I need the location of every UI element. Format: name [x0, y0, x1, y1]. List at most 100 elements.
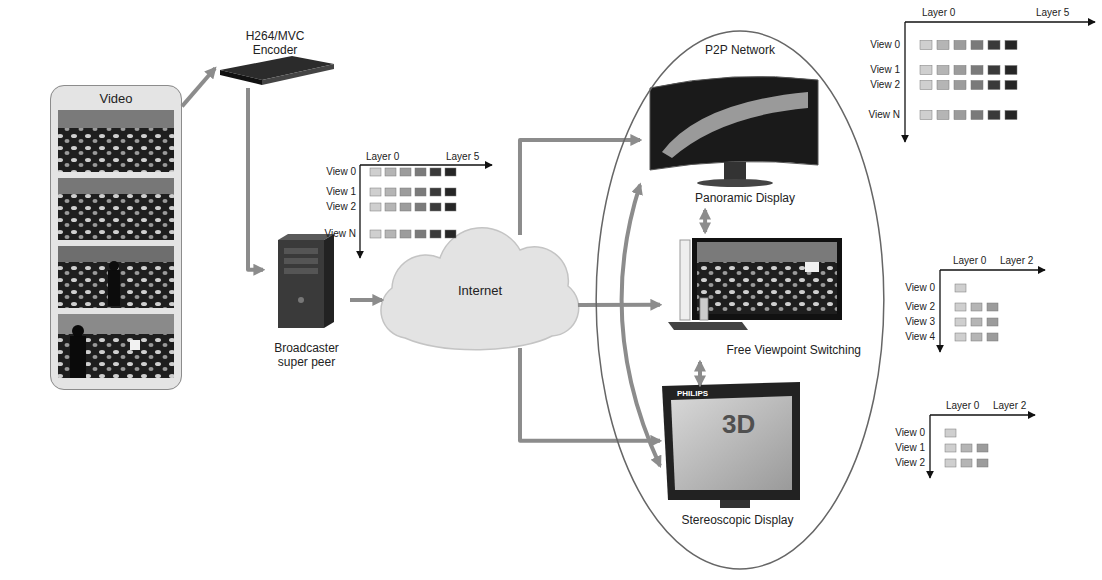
layer-block — [945, 459, 956, 467]
layer-label: Layer 0 — [946, 400, 979, 412]
view-label: View 1 — [875, 442, 925, 454]
connector-arrow — [578, 303, 660, 307]
label-anchor: PHILIPS — [677, 389, 708, 398]
layer-block — [415, 230, 426, 238]
layer-block — [937, 66, 949, 75]
view-axis — [359, 165, 360, 258]
connector-arrow — [520, 348, 660, 441]
tv-set — [668, 238, 842, 330]
video-panel: Video — [50, 85, 182, 390]
layer-block — [1005, 81, 1017, 90]
layer-block — [988, 41, 1000, 50]
internet-cloud — [381, 228, 579, 350]
view-label: View 0 — [885, 282, 935, 294]
view-label: View 2 — [875, 457, 925, 469]
layer-block — [955, 284, 966, 292]
layer-block — [370, 230, 381, 238]
connector-arrow — [520, 140, 640, 235]
layer-block — [385, 168, 396, 176]
encoder-device — [220, 56, 334, 85]
connector-arrow — [248, 88, 263, 270]
label-anchor: View 2 — [306, 201, 356, 213]
layer-block — [987, 303, 998, 311]
layer-block — [370, 188, 381, 196]
layer-block — [971, 111, 983, 120]
layer-axis — [940, 269, 1045, 270]
server-box: Broadcaster super peer — [263, 230, 350, 372]
label-anchor: View 2 — [885, 301, 935, 313]
label-anchor: View 2 — [850, 79, 900, 91]
network-ellipse-outline — [596, 31, 884, 569]
view-label: View N — [850, 109, 900, 121]
label-anchor: View 0 — [306, 166, 356, 178]
layer-block — [430, 188, 441, 196]
layer-block — [954, 81, 966, 90]
label-anchor: View 2 — [875, 457, 925, 469]
view-label: View 2 — [850, 79, 900, 91]
layer-block — [971, 41, 983, 50]
node-label: Stereoscopic Display — [681, 514, 793, 528]
network-ellipse — [595, 30, 885, 570]
view-label: View 0 — [306, 166, 356, 178]
label-anchor: View 3 — [885, 316, 935, 328]
layer-block — [988, 111, 1000, 120]
layer-axis — [930, 414, 1035, 415]
layer-block — [945, 444, 956, 452]
connector-arrow — [182, 68, 215, 106]
layer-block — [445, 230, 456, 238]
node-label: Broadcaster super peer — [268, 342, 345, 370]
layer-block — [415, 188, 426, 196]
layer-label: Layer 5 — [1036, 7, 1069, 19]
layer-block — [955, 318, 966, 326]
layer-block — [415, 168, 426, 176]
layer-block — [920, 81, 932, 90]
layer-block — [400, 203, 411, 211]
connector-arrow — [622, 185, 660, 466]
view-axis — [939, 270, 940, 352]
layer-block — [430, 230, 441, 238]
p2p-network: P2P NetworkPanoramic DisplayFree Viewpoi… — [595, 30, 885, 570]
node-label: Panoramic Display — [695, 192, 795, 206]
layer-block — [400, 168, 411, 176]
stereoscopic-display: Stereoscopic Display — [660, 385, 815, 532]
screen-text: 3D — [722, 410, 755, 438]
view-label: View 3 — [885, 316, 935, 328]
layer-block — [971, 66, 983, 75]
layer-block — [971, 333, 982, 341]
layer-block — [920, 111, 932, 120]
view-label: View 0 — [875, 427, 925, 439]
layer-block — [445, 203, 456, 211]
layer-block — [920, 41, 932, 50]
view-axis — [904, 22, 905, 142]
node-label: H264/MVC Encoder — [235, 30, 315, 58]
node-label: Free Viewpoint Switching — [726, 344, 861, 358]
layer-block — [977, 459, 988, 467]
view-label: View 2 — [306, 201, 356, 213]
view-label: View 1 — [306, 186, 356, 198]
label-anchor: Layer 0 — [953, 255, 986, 267]
layer-block — [945, 429, 956, 437]
layer-label: Layer 2 — [993, 400, 1026, 412]
node-label: P2P Network — [705, 44, 775, 58]
layer-block — [370, 168, 381, 176]
view-label: View 0 — [850, 39, 900, 51]
layer-block — [937, 81, 949, 90]
label-anchor: View N — [306, 228, 356, 240]
layer-block — [955, 333, 966, 341]
layer-block — [971, 303, 982, 311]
layer-block — [415, 203, 426, 211]
layer-label: Layer 5 — [446, 151, 479, 163]
video-frames — [58, 110, 174, 378]
label-anchor: View 0 — [850, 39, 900, 51]
layer-block — [1005, 66, 1017, 75]
layer-block — [988, 81, 1000, 90]
label-anchor: View 0 — [875, 427, 925, 439]
label-anchor: View 1 — [850, 64, 900, 76]
layer-block — [937, 111, 949, 120]
layer-block — [954, 66, 966, 75]
label-anchor: View N — [850, 109, 900, 121]
layer-block — [988, 66, 1000, 75]
layer-block — [1005, 41, 1017, 50]
